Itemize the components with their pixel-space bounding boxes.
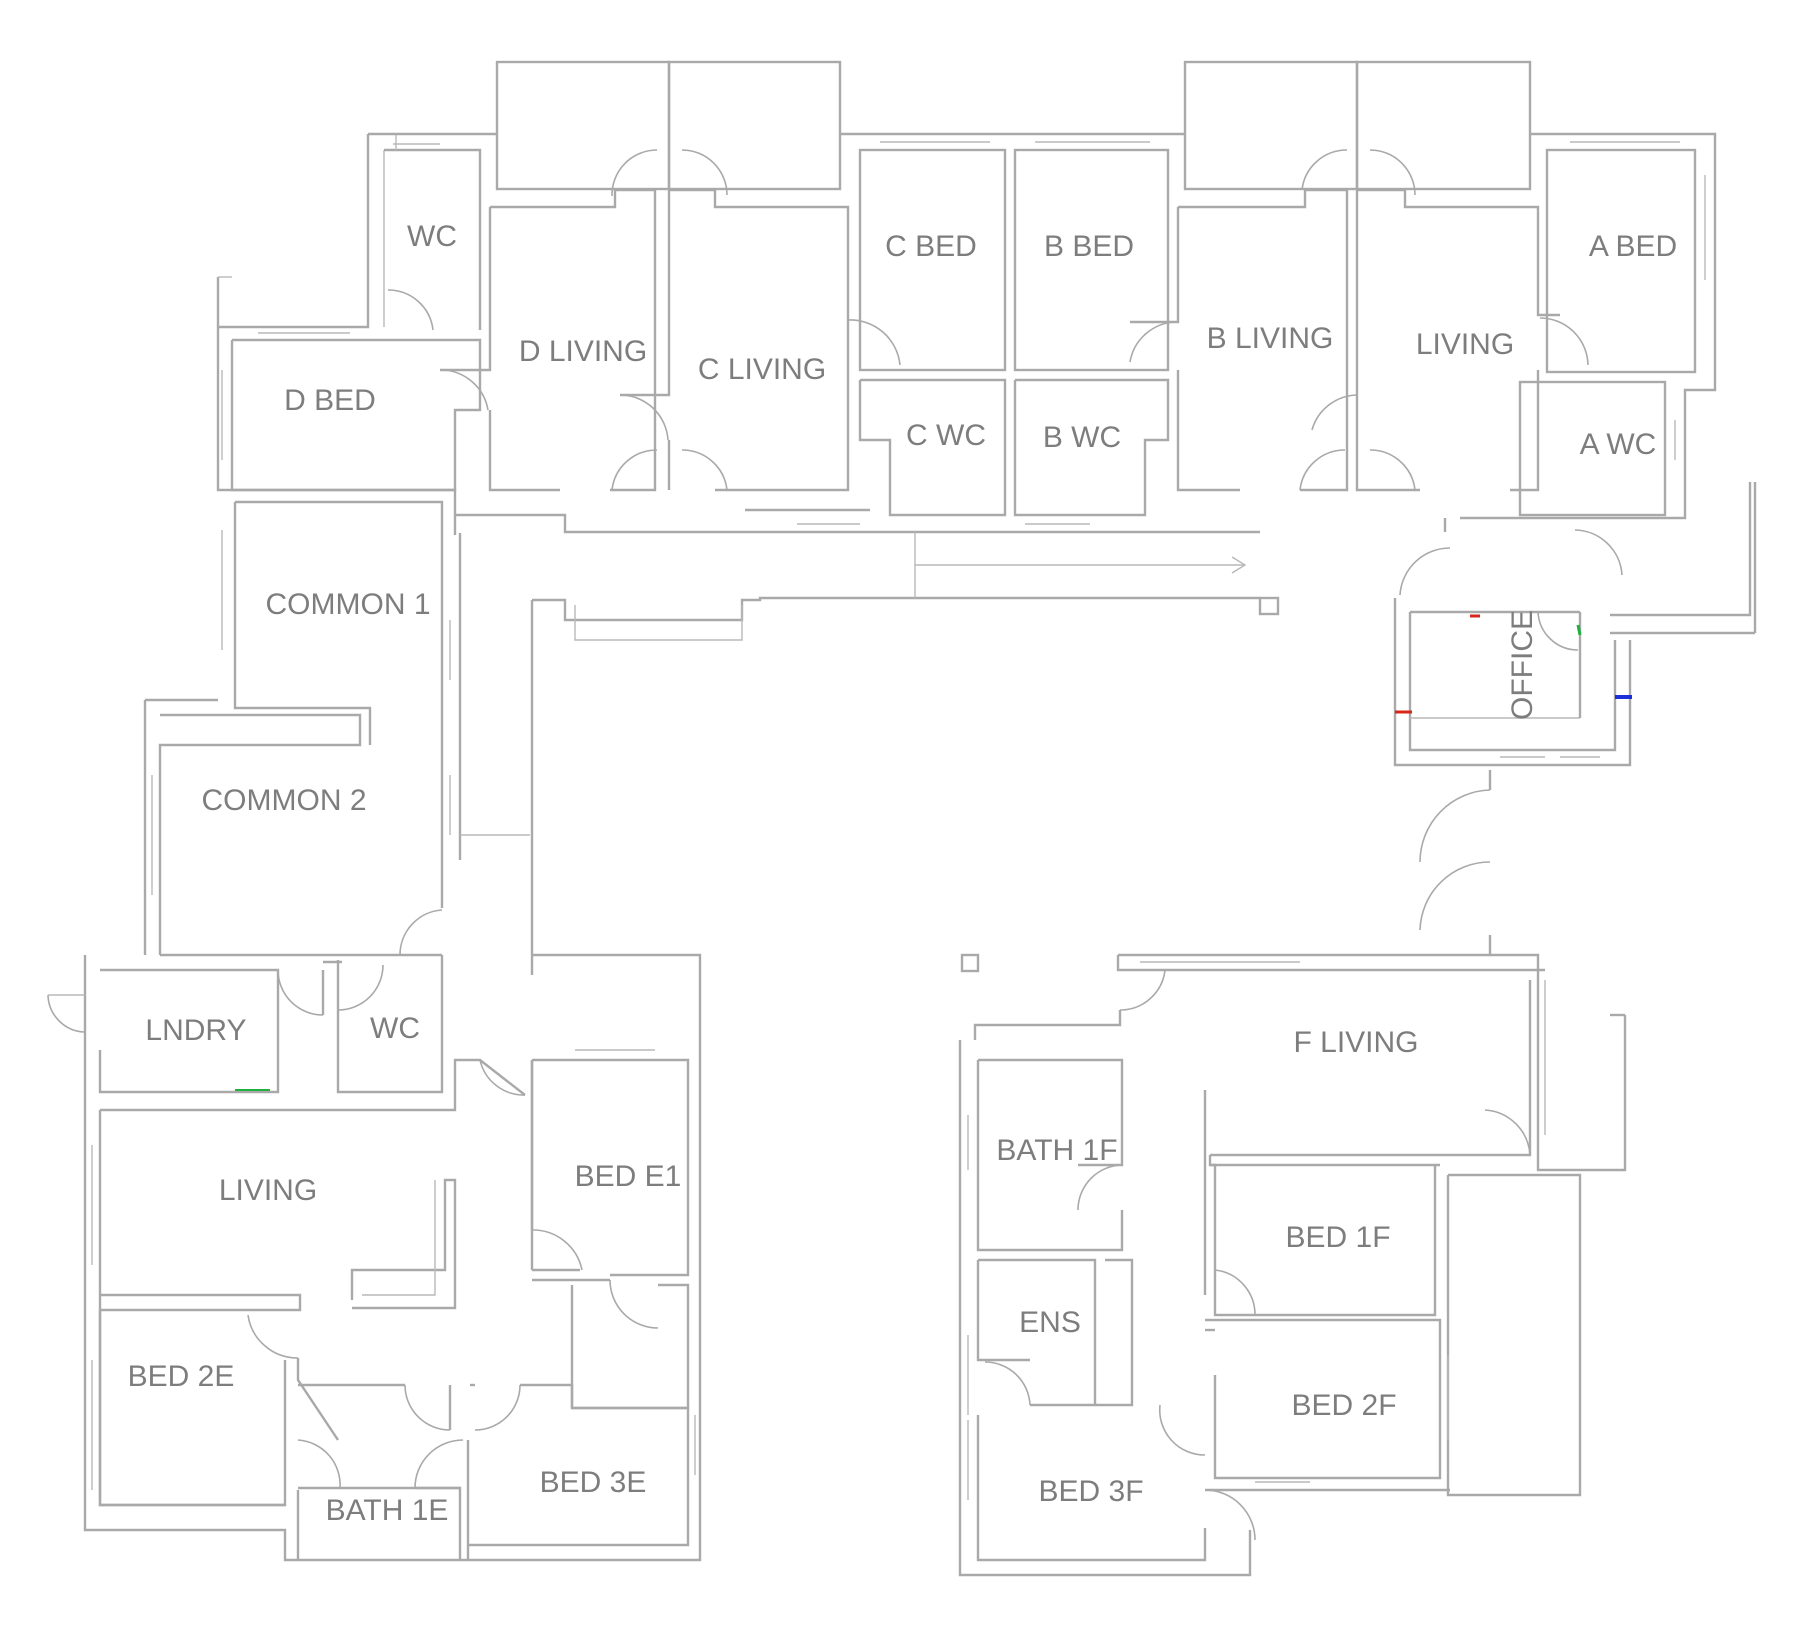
label-living-e: LIVING <box>219 1174 317 1207</box>
bed-e1-room <box>530 1049 690 1410</box>
label-bed-3e: BED 3E <box>540 1466 647 1499</box>
b-living-room <box>1129 149 1359 492</box>
label-bed-2f: BED 2F <box>1291 1389 1396 1422</box>
label-wc-mid: WC <box>370 1012 420 1045</box>
a-living-room <box>1355 149 1589 492</box>
b-bed-room <box>1013 141 1170 372</box>
label-office: OFFICE <box>1506 610 1539 720</box>
ens-room <box>967 1258 1134 1415</box>
label-b-wc: B WC <box>1043 421 1121 454</box>
top-corridor <box>458 532 1280 975</box>
bed-3e-room <box>414 1383 696 1560</box>
c-bed-room <box>858 141 1007 372</box>
label-a-bed: A BED <box>1589 230 1677 263</box>
label-bath-1e: BATH 1E <box>326 1494 449 1527</box>
common-1-room <box>221 500 530 908</box>
bed-2f-room <box>1158 1173 1582 1497</box>
label-bath-1f: BATH 1F <box>996 1134 1117 1167</box>
b-wc-room <box>1013 378 1170 525</box>
d-living-room <box>439 149 658 492</box>
label-d-bed: D BED <box>284 384 376 417</box>
d-bed-room <box>221 332 482 492</box>
f-block-walls <box>958 953 1627 1577</box>
wc-top-room <box>384 135 482 331</box>
label-d-living: D LIVING <box>519 335 647 368</box>
office-block <box>1393 482 1757 767</box>
label-b-living: B LIVING <box>1207 322 1334 355</box>
label-lndry: LNDRY <box>145 1014 246 1047</box>
c-wc-room <box>858 378 1007 517</box>
label-bed-2e: BED 2E <box>128 1360 235 1393</box>
bed-2e-room <box>98 1310 341 1507</box>
label-f-living: F LIVING <box>1293 1026 1418 1059</box>
room-labels: WC D BED D LIVING C LIVING C BED B BED C… <box>128 220 1678 1527</box>
lndry-room <box>47 953 702 1562</box>
label-a-wc: A WC <box>1580 428 1657 461</box>
top-patios <box>495 60 1532 191</box>
label-ens: ENS <box>1019 1306 1081 1339</box>
bath-1e-room <box>296 1383 462 1560</box>
label-c-bed: C BED <box>885 230 977 263</box>
e-living-room <box>91 1058 534 1507</box>
label-common-2: COMMON 2 <box>202 784 367 817</box>
c-living-room <box>619 149 901 492</box>
label-living-top: LIVING <box>1416 328 1514 361</box>
label-wc-top: WC <box>407 220 457 253</box>
a-wc-room <box>1518 380 1676 517</box>
wc-mid-room <box>321 955 444 1094</box>
label-common-1: COMMON 1 <box>266 588 431 621</box>
label-c-living: C LIVING <box>698 353 826 386</box>
bath-1f-room <box>967 1058 1124 1252</box>
common-2-room <box>143 698 443 957</box>
label-bed-3f: BED 3F <box>1038 1475 1143 1508</box>
label-c-wc: C WC <box>906 419 986 452</box>
label-bed-e1: BED E1 <box>575 1160 682 1193</box>
bed-3f-room <box>967 1415 1450 1562</box>
f-living-room <box>973 969 1531 1295</box>
label-bed-1f: BED 1F <box>1285 1221 1390 1254</box>
a-bed-room <box>1545 141 1706 374</box>
label-b-bed: B BED <box>1044 230 1134 263</box>
courtyard-double-door <box>1419 770 1492 955</box>
